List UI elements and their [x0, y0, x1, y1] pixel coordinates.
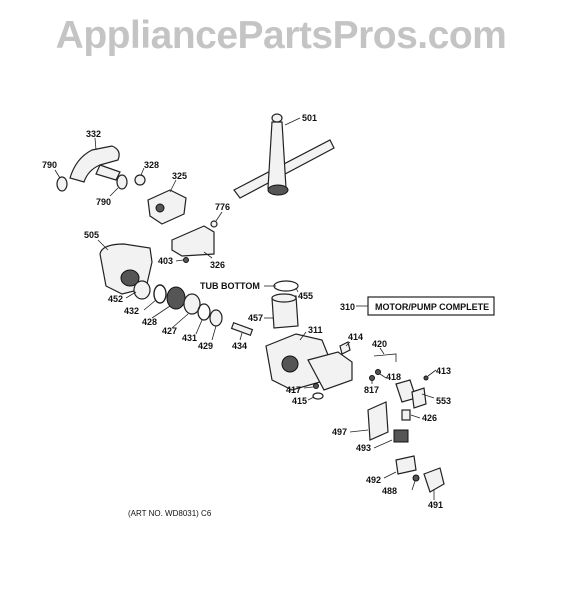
part-label-452: 452	[108, 294, 123, 304]
part-label-403: 403	[158, 256, 173, 266]
part-label-311: 311	[308, 325, 323, 335]
part-label-415: 415	[292, 396, 307, 406]
bracket-part-553[interactable]	[395, 379, 435, 409]
hose-clamp-part-right[interactable]	[109, 174, 128, 197]
screw-part-817[interactable]	[369, 375, 375, 385]
part-label-428: 428	[142, 317, 157, 327]
shaft-part-434[interactable]	[230, 321, 254, 341]
screw-part-417[interactable]	[303, 383, 319, 389]
part-label-427: 427	[162, 326, 177, 336]
clip-part-414[interactable]	[339, 341, 351, 355]
part-label-414: 414	[348, 332, 363, 342]
part-label-488: 488	[382, 486, 397, 496]
hose-part[interactable]	[69, 137, 121, 183]
valve-part[interactable]	[147, 179, 187, 225]
clip-part-426[interactable]	[401, 409, 421, 421]
seal-ring-part[interactable]	[273, 280, 299, 293]
part-label-418: 418	[386, 372, 401, 382]
part-label-325: 325	[172, 171, 187, 181]
part-label-417: 417	[286, 385, 301, 395]
part-label-553: 553	[436, 396, 451, 406]
part-label-457: 457	[248, 313, 263, 323]
part-label-420: 420	[372, 339, 387, 349]
connector-part-488[interactable]	[411, 474, 420, 491]
washer-part-431[interactable]	[195, 303, 211, 335]
tub-bottom-label: TUB BOTTOM	[200, 281, 260, 291]
part-label-492: 492	[366, 475, 381, 485]
motor-pump-body-part[interactable]	[265, 331, 353, 391]
screw-part-418[interactable]	[375, 369, 387, 379]
part-label-431: 431	[182, 333, 197, 343]
part-label-455: 455	[298, 291, 313, 301]
screw-part-776[interactable]	[210, 211, 223, 228]
screw-part-403[interactable]	[175, 257, 189, 263]
part-label-817: 817	[364, 385, 379, 395]
gasket-part-328[interactable]	[134, 167, 146, 186]
part-label-491: 491	[428, 500, 443, 510]
wire-part-420[interactable]	[373, 347, 397, 362]
part-label-790a: 790	[42, 160, 57, 170]
bracket-part[interactable]	[171, 225, 215, 259]
clamp-part-432[interactable]	[143, 284, 167, 311]
mount-plate-part[interactable]	[349, 401, 389, 441]
switch-part-493[interactable]	[373, 429, 409, 449]
part-label-434: 434	[232, 341, 247, 351]
part-label-497: 497	[332, 427, 347, 437]
part-label-413: 413	[436, 366, 451, 376]
spray-arm-part[interactable]	[233, 113, 335, 199]
art-number-label: (ART NO. WD8031) C6	[128, 509, 212, 518]
seal-part-429[interactable]	[209, 309, 223, 341]
screw-part-413[interactable]	[423, 369, 437, 381]
part-label-432: 432	[124, 306, 139, 316]
part-label-426: 426	[422, 413, 437, 423]
sensor-part-492[interactable]	[383, 455, 417, 479]
hose-clamp-part-left[interactable]	[54, 169, 68, 192]
ring-part-452[interactable]	[125, 280, 151, 300]
bracket-part-491[interactable]	[423, 467, 445, 500]
part-label-493: 493	[356, 443, 371, 453]
part-label-326: 326	[210, 260, 225, 270]
part-label-310: 310	[340, 302, 355, 312]
motor-pump-complete-label: MOTOR/PUMP COMPLETE	[375, 302, 489, 312]
impeller-part[interactable]	[264, 293, 299, 329]
part-label-790b: 790	[96, 197, 111, 207]
part-label-501: 501	[302, 113, 317, 123]
part-label-776: 776	[215, 202, 230, 212]
motor-pump-complete-box[interactable]	[367, 296, 495, 316]
washer-part-415[interactable]	[307, 392, 324, 401]
site-watermark: AppliancePartsPros.com	[55, 14, 507, 57]
part-label-332: 332	[86, 129, 101, 139]
part-label-505: 505	[84, 230, 99, 240]
part-label-429: 429	[198, 341, 213, 351]
spring-part-427[interactable]	[171, 293, 201, 329]
part-label-328: 328	[144, 160, 159, 170]
